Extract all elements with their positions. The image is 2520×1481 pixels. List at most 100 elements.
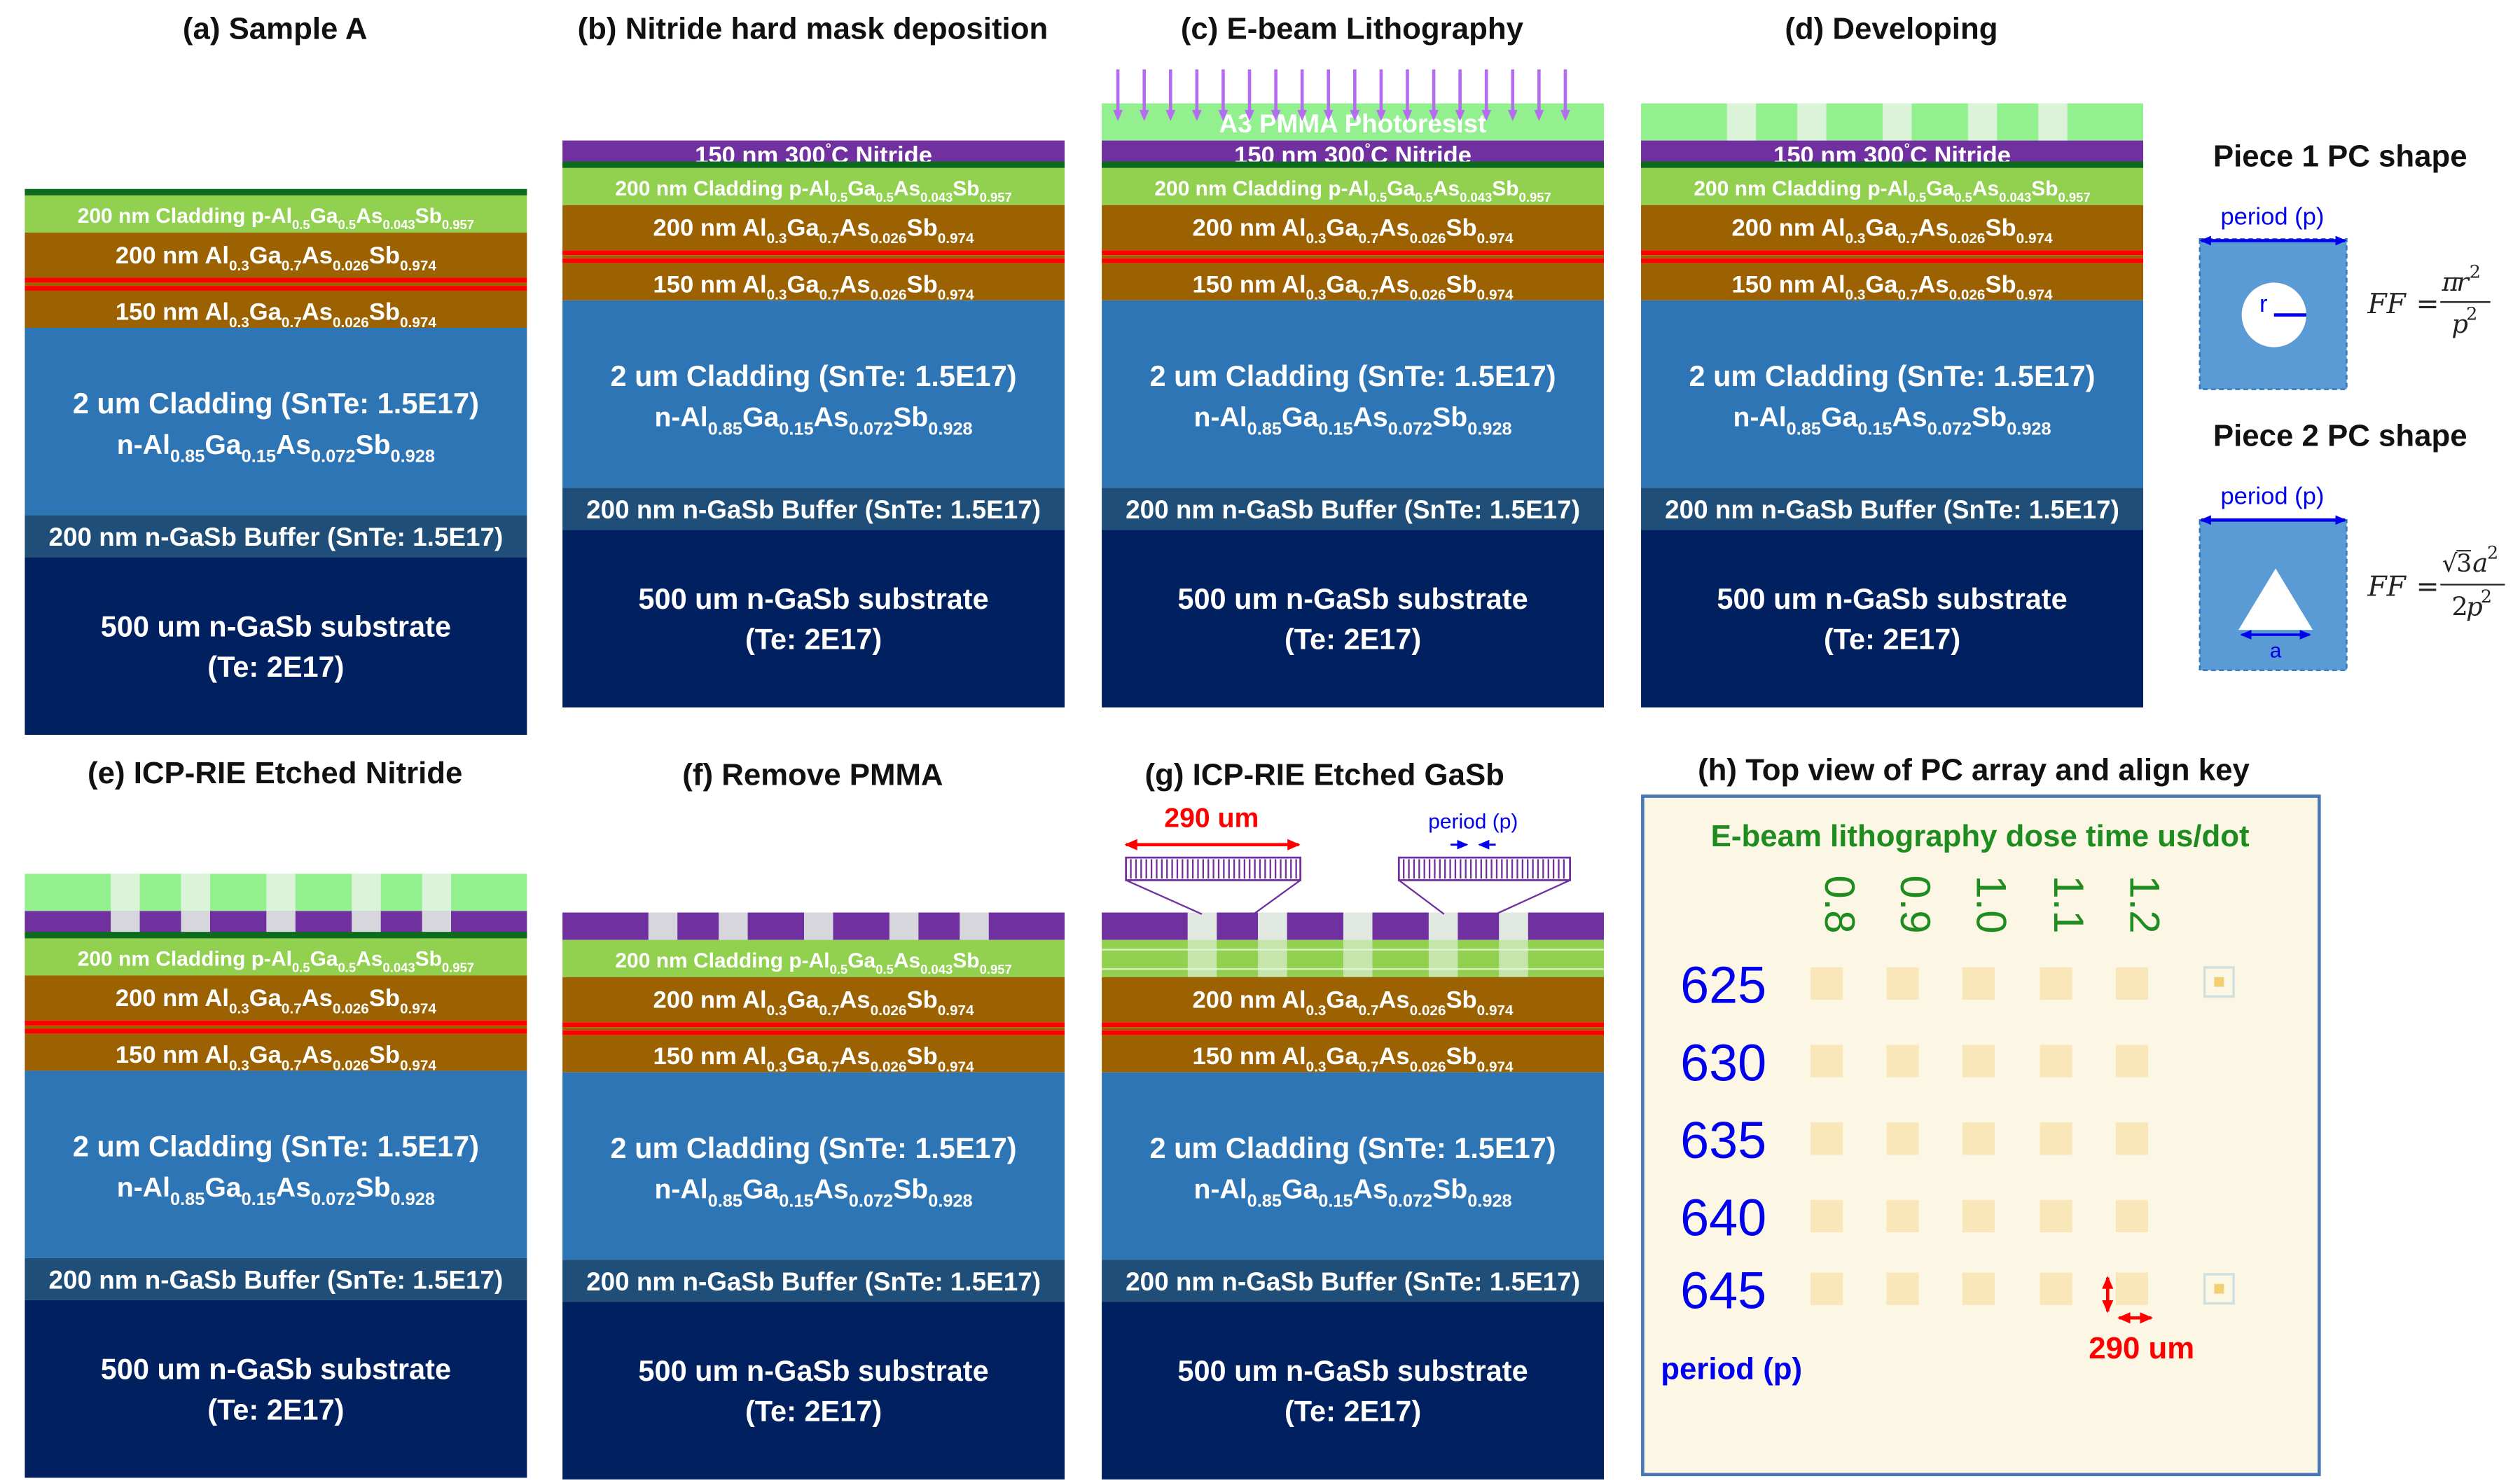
barrier-thin <box>1102 1027 1605 1031</box>
quantum-well-line-1 <box>1641 250 2144 256</box>
eq-1: = <box>2416 289 2439 320</box>
panel-g-title: (g) ICP-RIE Etched GaSb <box>1144 757 1504 792</box>
cladding-p-layer <box>562 939 1065 977</box>
barrier-thin <box>562 255 1065 259</box>
substrate-label-2: (Te: 2E17) <box>745 1395 882 1428</box>
substrate-label-2: (Te: 2E17) <box>1285 1395 1421 1428</box>
thin-contact-layer <box>1102 161 1605 168</box>
zoom-leader-left <box>1398 879 1445 915</box>
ff2-num-a: a <box>2472 548 2488 578</box>
pc-array-dot <box>1962 1045 1995 1077</box>
cladding-n-label-2: n-Al0.85​Ga0.15​As0.072​Sb0.928​ <box>117 1173 435 1209</box>
buffer-layer <box>1102 488 1605 530</box>
dot-size-label: 290 um <box>2089 1331 2194 1365</box>
pmma-window <box>266 874 296 911</box>
triangular-hole <box>2238 568 2313 631</box>
quantum-well-line-2 <box>1102 1030 1605 1035</box>
substrate-layer <box>562 1302 1065 1480</box>
thin-contact-layer <box>562 161 1065 168</box>
radius-label: r <box>2259 291 2268 317</box>
pc-array-dot <box>1886 1045 1919 1077</box>
eq-2: = <box>2416 572 2439 603</box>
cladding-n-label-1: 2 um Cladding (SnTe: 1.5E17) <box>73 387 479 420</box>
algaassb-150-label: 150 nm Al0.3​Ga0.7​As0.026​Sb0.974​ <box>1732 271 2054 303</box>
pmma-window <box>1726 103 1757 141</box>
cladding-p-label: 200 nm Cladding p-Al0.5​Ga0.5​As0.043​Sb… <box>1694 177 2090 205</box>
cladding-p-label: 200 nm Cladding p-Al0.5​Ga0.5​As0.043​Sb… <box>615 177 1011 205</box>
panel-c-title: (c) E-beam Lithography <box>1181 11 1524 46</box>
cladding-n-label-1: 2 um Cladding (SnTe: 1.5E17) <box>1149 1131 1556 1164</box>
algaassb-150-label: 150 nm Al0.3​Ga0.7​As0.026​Sb0.974​ <box>653 1043 975 1075</box>
etched-hole <box>1499 912 1528 977</box>
cladding-n-label-2: n-Al0.85​Ga0.15​As0.072​Sb0.928​ <box>117 430 435 467</box>
algaassb-150-label: 150 nm Al0.3​Ga0.7​As0.026​Sb0.974​ <box>116 298 437 330</box>
algaassb-200-layer <box>1641 205 2144 251</box>
algaassb-200-layer <box>25 232 527 278</box>
algaassb-200-label: 200 nm Al0.3​Ga0.7​As0.026​Sb0.974​ <box>1193 987 1514 1019</box>
algaassb-200-label: 200 nm Al0.3​Ga0.7​As0.026​Sb0.974​ <box>116 985 437 1017</box>
ff1-den-exp: 2 <box>2466 303 2477 324</box>
quantum-well-line-2 <box>1102 258 1605 263</box>
dose-label: 1.2 <box>2121 875 2168 933</box>
piece1-period-label: period (p) <box>2220 203 2324 230</box>
dose-label: 0.9 <box>1892 875 1939 933</box>
pc-array-dot <box>1962 1272 1995 1305</box>
cladding-n-label-1: 2 um Cladding (SnTe: 1.5E17) <box>1689 359 2095 392</box>
buffer-label: 200 nm n-GaSb Buffer (SnTe: 1.5E17) <box>48 1266 503 1295</box>
cladding-n-layer <box>25 1070 527 1258</box>
substrate-layer <box>25 1300 527 1478</box>
pc-array-dot <box>2115 1272 2148 1305</box>
cladding-n-layer <box>562 1072 1065 1260</box>
pmma-label: A3 PMMA Photoresist <box>1219 109 1487 138</box>
substrate-label-2: (Te: 2E17) <box>745 623 882 656</box>
substrate-layer <box>1102 1302 1605 1480</box>
buffer-label: 200 nm n-GaSb Buffer (SnTe: 1.5E17) <box>586 1267 1041 1296</box>
ff2-num-3: 3 <box>2456 550 2472 578</box>
ff-label-1: FF <box>2367 289 2407 320</box>
ff2-den-2: 2 <box>2451 591 2467 621</box>
ff1-num-r: r <box>2456 267 2470 297</box>
panel-d-title: (d) Developing <box>1785 11 1998 46</box>
piece1-shape-title: Piece 1 PC shape <box>2213 139 2467 173</box>
pc-array-dot <box>1886 967 1919 1000</box>
pc-array-dot <box>1886 1272 1919 1305</box>
cladding-n-label-2: n-Al0.85​Ga0.15​As0.072​Sb0.928​ <box>654 1175 972 1211</box>
pmma-layer <box>1102 103 1605 141</box>
piece2-shape-title: Piece 2 PC shape <box>2213 418 2467 453</box>
zoom-leader-left <box>1126 879 1203 915</box>
panel-h-title: (h) Top view of PC array and align key <box>1698 752 2250 787</box>
pmma-window <box>1797 103 1827 141</box>
nitride-window <box>648 912 678 940</box>
substrate-label-1: 500 um n-GaSb substrate <box>101 609 451 642</box>
ff2-num-sqrt: √ <box>2442 550 2458 578</box>
cladding-n-layer <box>1102 300 1605 488</box>
pmma-window <box>111 874 140 911</box>
pmma-window <box>422 874 452 911</box>
pc-array-dot <box>1811 1272 1843 1305</box>
ff1-num-pi: π <box>2442 267 2460 297</box>
cladding-n-label-2: n-Al0.85​Ga0.15​As0.072​Sb0.928​ <box>1733 403 2051 439</box>
pc-array-dot <box>2115 1045 2148 1077</box>
nitride-window <box>719 912 748 940</box>
substrate-label-2: (Te: 2E17) <box>1824 623 1960 656</box>
quantum-well-line-1 <box>25 277 527 283</box>
algaassb-150-label: 150 nm Al0.3​Ga0.7​As0.026​Sb0.974​ <box>653 271 975 303</box>
cladding-p-label: 200 nm Cladding p-Al0.5​Ga0.5​As0.043​Sb… <box>78 948 474 975</box>
cladding-p-layer <box>1102 167 1605 205</box>
cladding-n-layer <box>25 327 527 516</box>
thin-contact-layer <box>25 188 527 195</box>
algaassb-150-layer <box>562 1035 1065 1073</box>
cladding-n-layer <box>1641 300 2144 488</box>
substrate-label-1: 500 um n-GaSb substrate <box>1717 582 2067 615</box>
hole-array-zoom-right <box>1397 856 1572 915</box>
barrier-thin <box>25 1025 527 1029</box>
nitride-window <box>889 912 919 940</box>
panel-a-title: (a) Sample A <box>183 11 368 46</box>
substrate-layer <box>1102 530 1605 708</box>
algaassb-200-layer <box>1102 977 1605 1023</box>
pc-array-dot <box>1962 1199 1995 1232</box>
quantum-well-line-1 <box>1102 250 1605 256</box>
quantum-well-line-2 <box>25 286 527 291</box>
algaassb-200-layer <box>562 205 1065 251</box>
